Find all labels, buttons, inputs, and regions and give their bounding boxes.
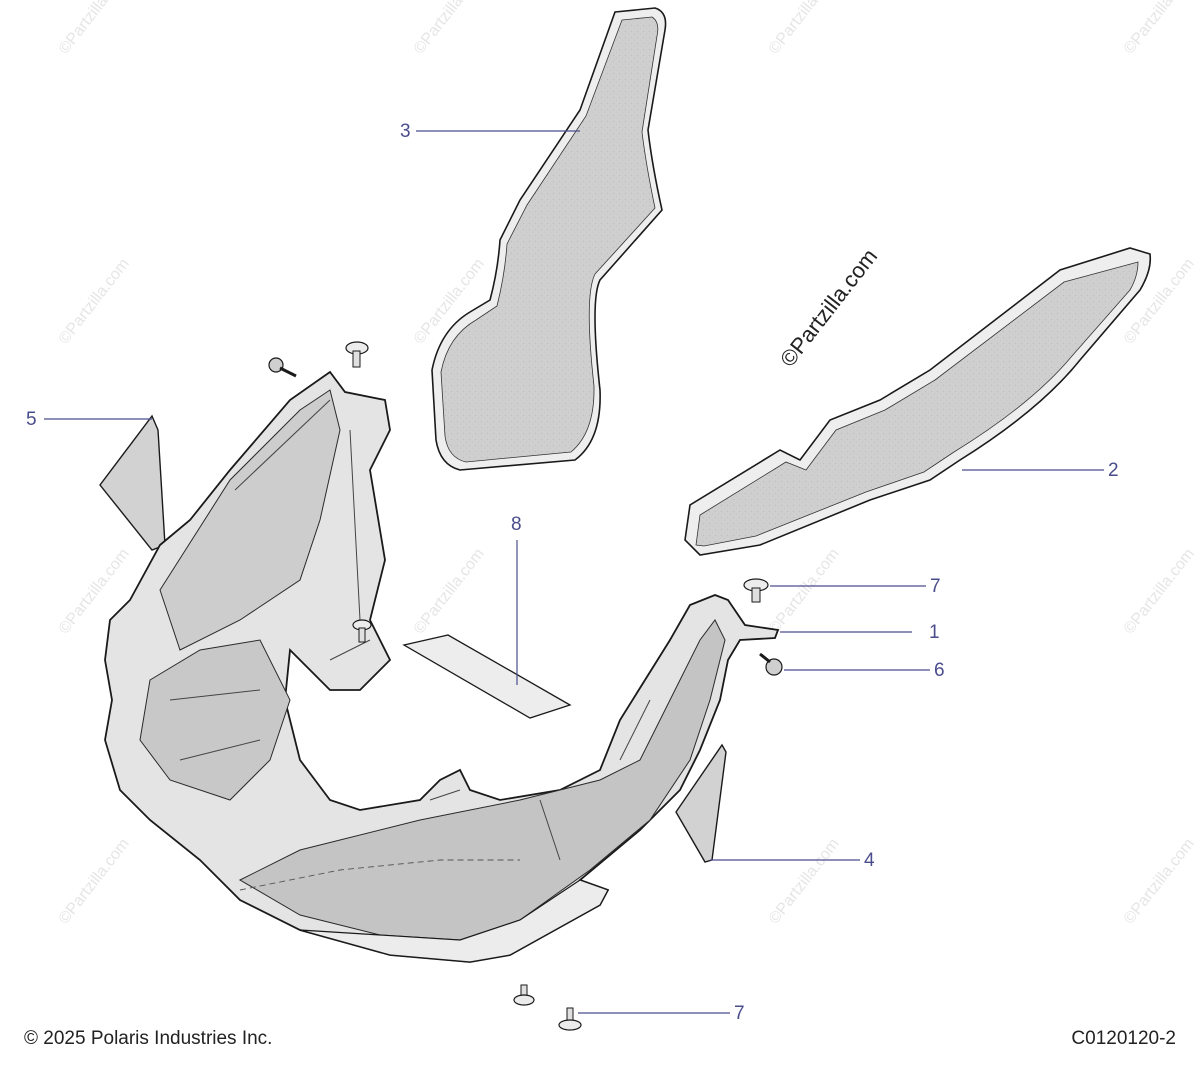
fastener-push-pin-top bbox=[345, 341, 369, 368]
fastener-screw-top bbox=[268, 357, 297, 378]
drawing-code: C0120120-2 bbox=[1071, 1028, 1176, 1049]
part-5-pad bbox=[99, 414, 166, 551]
fastener-push-pin-mid bbox=[352, 619, 372, 643]
callout-3: 3 bbox=[400, 121, 411, 142]
part-2-foam-panel bbox=[684, 247, 1152, 556]
part-3-foam-panel bbox=[431, 7, 667, 471]
callout-6: 6 bbox=[934, 660, 945, 681]
callout-2: 2 bbox=[1108, 460, 1119, 481]
callout-1: 1 bbox=[929, 622, 940, 643]
callout-7-upper: 7 bbox=[930, 576, 941, 597]
fastener-7-lower-a bbox=[513, 984, 535, 1006]
callout-7-lower: 7 bbox=[734, 1003, 745, 1024]
callout-5: 5 bbox=[26, 409, 37, 430]
fastener-6-screw bbox=[759, 652, 783, 676]
part-4-pad bbox=[675, 743, 727, 863]
copyright-text: © 2025 Polaris Industries Inc. bbox=[24, 1028, 273, 1049]
callout-8: 8 bbox=[511, 514, 522, 535]
callout-4: 4 bbox=[864, 850, 875, 871]
part-8-decal bbox=[402, 634, 572, 719]
part-1-skid-plate bbox=[104, 370, 780, 963]
leader-lines bbox=[44, 130, 1104, 1014]
fastener-7-upper bbox=[743, 578, 769, 603]
fastener-7-lower-b bbox=[558, 1007, 582, 1031]
